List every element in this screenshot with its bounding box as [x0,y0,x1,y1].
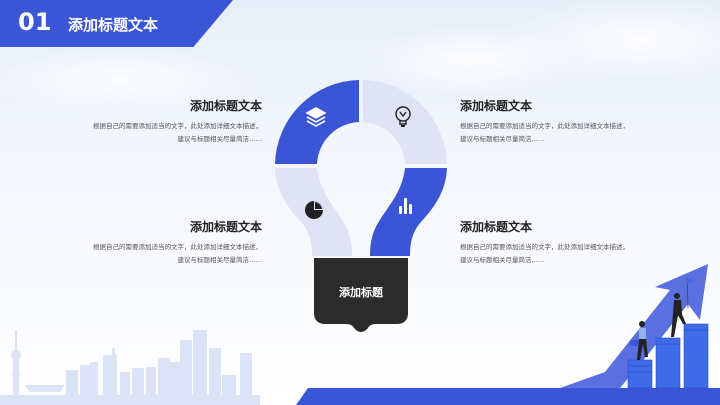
section-header-banner: 01 添加标题文本 [0,0,233,47]
lightbulb-diagram [275,80,447,332]
businessman-figures [630,277,694,360]
bulb-center-label-container: 添加标题 [314,258,408,326]
block-description: 根据自己的需要添加适当的文字，此处添加详细文本描述，建议与标题相关尽量简洁…… [93,243,262,264]
block-title: 添加标题文本 [460,99,533,113]
segment-top-right [363,80,447,164]
lightbulb-icon [395,106,411,127]
text-block-top-left: 添加标题文本 根据自己的需要添加适当的文字，此处添加详细文本描述，建议与标题相关… [92,97,262,146]
bar-chart-icon [399,198,412,214]
section-number: 01 [18,8,52,36]
text-block-top-right: 添加标题文本 根据自己的需要添加适当的文字，此处添加详细文本描述，建议与标题相关… [460,97,630,146]
block-description: 根据自己的需要添加适当的文字，此处添加详细文本描述，建议与标题相关尽量简洁…… [460,243,629,264]
bulb-center-label: 添加标题 [339,286,383,299]
coin-stacks [627,323,709,389]
block-description: 根据自己的需要添加适当的文字，此处添加详细文本描述，建议与标题相关尽量简洁…… [93,122,262,143]
text-block-bottom-left: 添加标题文本 根据自己的需要添加适当的文字，此处添加详细文本描述，建议与标题相关… [92,218,262,267]
bulb-base [314,258,408,332]
city-skyline-decoration [0,330,260,405]
section-title: 添加标题文本 [68,16,159,34]
block-title: 添加标题文本 [460,220,533,234]
block-title: 添加标题文本 [189,99,262,113]
growth-illustration [560,264,709,389]
layers-icon [305,107,327,127]
bottom-accent-bar [296,388,720,405]
text-block-bottom-right: 添加标题文本 根据自己的需要添加适当的文字，此处添加详细文本描述，建议与标题相关… [460,218,630,267]
block-title: 添加标题文本 [189,220,262,234]
block-description: 根据自己的需要添加适当的文字，此处添加详细文本描述，建议与标题相关尽量简洁…… [460,122,629,143]
segment-bottom-right [370,168,447,256]
pie-chart-icon [305,201,323,219]
arrow-up-icon [560,264,708,388]
